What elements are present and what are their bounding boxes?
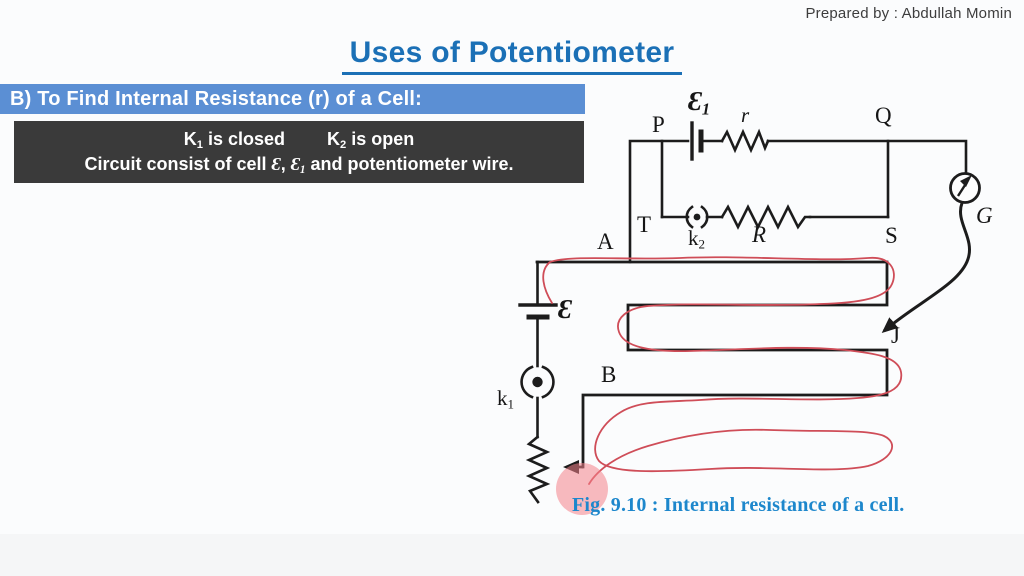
label-S: S: [885, 223, 898, 248]
epsilon1-symbol: Ɛ1: [290, 154, 306, 177]
epsilon-symbol: Ɛ: [271, 154, 281, 174]
label-r: r: [741, 103, 750, 127]
wire-top-left: [628, 139, 690, 264]
key-k2-contact-dot: [693, 213, 701, 221]
label-A: A: [597, 229, 614, 254]
label-eps1: Ɛ1: [688, 86, 711, 119]
resistor-R: [720, 204, 812, 230]
key-k2-left-arc: [685, 205, 694, 229]
label-T: T: [637, 212, 652, 237]
jockey-lead-wire: [881, 202, 971, 333]
label-B: B: [601, 362, 617, 387]
k2-state: K2 is open: [327, 129, 415, 152]
galvanometer-dial: [949, 172, 981, 204]
page-title: Uses of Potentiometer: [341, 36, 683, 75]
k1-state: K1 is closed: [183, 129, 286, 152]
potentiometer-wire: [535, 260, 889, 469]
label-k1: k1: [497, 386, 515, 412]
galvanometer: [949, 172, 981, 204]
label-k2: k2: [688, 226, 706, 252]
key-k1-left-arc: [520, 365, 534, 399]
key-k1-right-arc: [541, 365, 555, 399]
label-R: R: [752, 222, 767, 247]
note-line-2: Circuit consist of cell Ɛ, Ɛ1 and potent…: [84, 154, 514, 177]
red-annotation-trace: [542, 256, 903, 485]
note-box: K1 is closed K2 is open Circuit consist …: [14, 121, 584, 183]
slide-footer-band: [0, 534, 1024, 576]
resistor-r: [720, 128, 770, 154]
label-G: G: [976, 203, 993, 228]
title-row: Uses of Potentiometer: [0, 36, 1024, 75]
section-heading: B) To Find Internal Resistance (r) of a …: [0, 84, 585, 114]
label-J: J: [891, 323, 900, 348]
prepared-by-text: Prepared by : Abdullah Momin: [805, 5, 1012, 22]
label-eps: Ɛ: [558, 294, 572, 324]
rheostat-zigzag: [525, 435, 551, 504]
galvanometer-needle-tip: [960, 175, 972, 187]
wire-r-to-galvanometer: [766, 139, 968, 175]
label-P: P: [652, 112, 665, 137]
label-Q: Q: [875, 103, 892, 128]
figure-caption: Fig. 9.10 : Internal resistance of a cel…: [572, 494, 905, 516]
highlight-blob: [556, 463, 608, 515]
key-k1-contact-dot: [532, 376, 543, 388]
note-line-1: K1 is closed K2 is open: [14, 127, 584, 152]
